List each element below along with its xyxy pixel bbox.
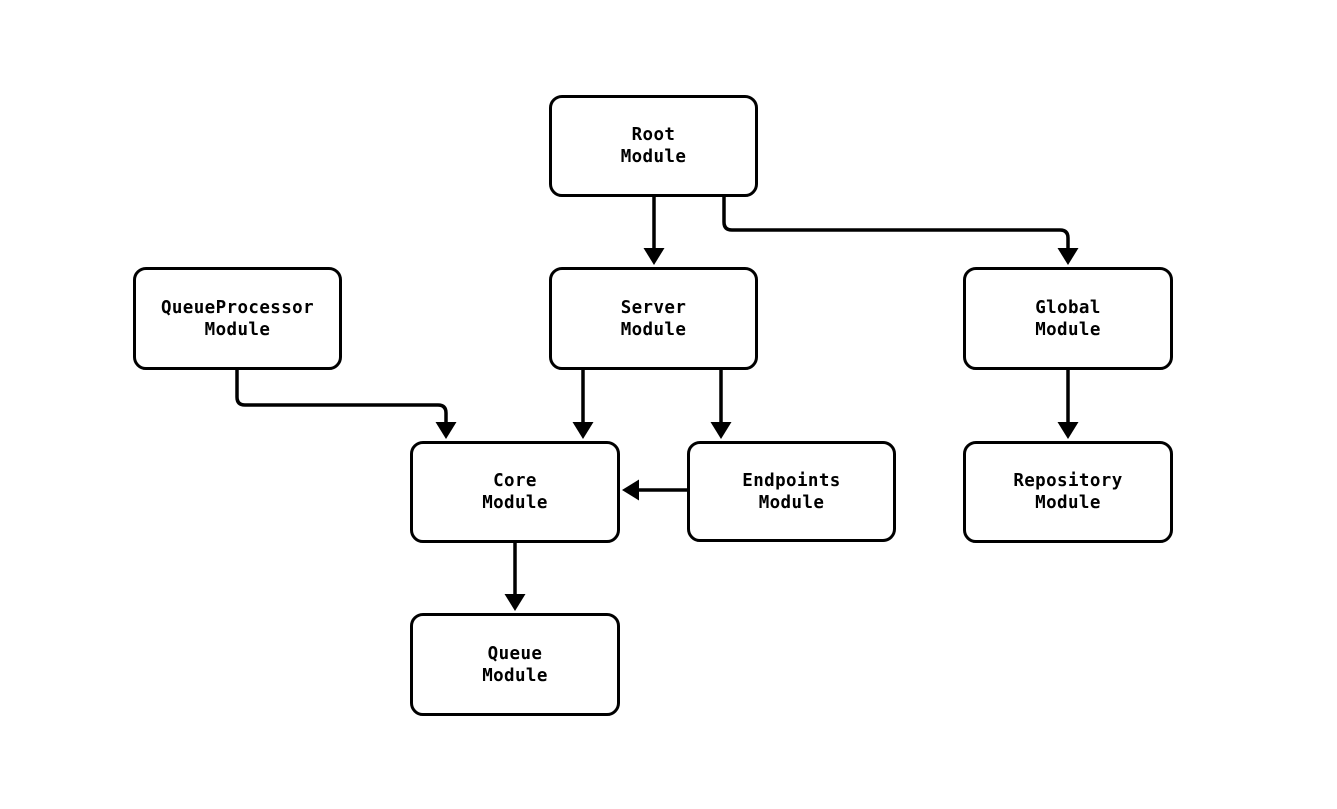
node-label-endpoints: Endpoints Module [742,470,841,513]
node-label-global: Global Module [1035,297,1101,340]
node-label-queue: Queue Module [482,643,548,686]
edge-core-queue [504,543,526,611]
edge-server-endpoints [710,370,732,439]
node-global[interactable]: Global Module [963,267,1173,370]
node-label-server: Server Module [620,297,687,340]
edge-server-core [572,370,594,439]
node-label-root: Root Module [620,125,687,167]
edge-root-server [643,197,665,265]
node-queueprocessor[interactable]: QueueProcessor Module [133,267,342,370]
node-root[interactable]: Root Module [549,95,758,197]
node-label-repository: Repository Module [1013,471,1123,513]
node-queue[interactable]: Queue Module [410,613,620,716]
node-label-queueprocessor: QueueProcessor Module [160,297,315,340]
edge-root-global [722,197,1079,265]
node-server[interactable]: Server Module [549,267,758,370]
node-endpoints[interactable]: Endpoints Module [687,441,896,542]
node-repository[interactable]: Repository Module [963,441,1173,543]
edge-queueprocessor-core [235,370,457,439]
node-label-core: Core Module [482,471,548,513]
edge-endpoints-core [622,479,687,501]
edge-global-repository [1057,370,1079,439]
node-core[interactable]: Core Module [410,441,620,543]
